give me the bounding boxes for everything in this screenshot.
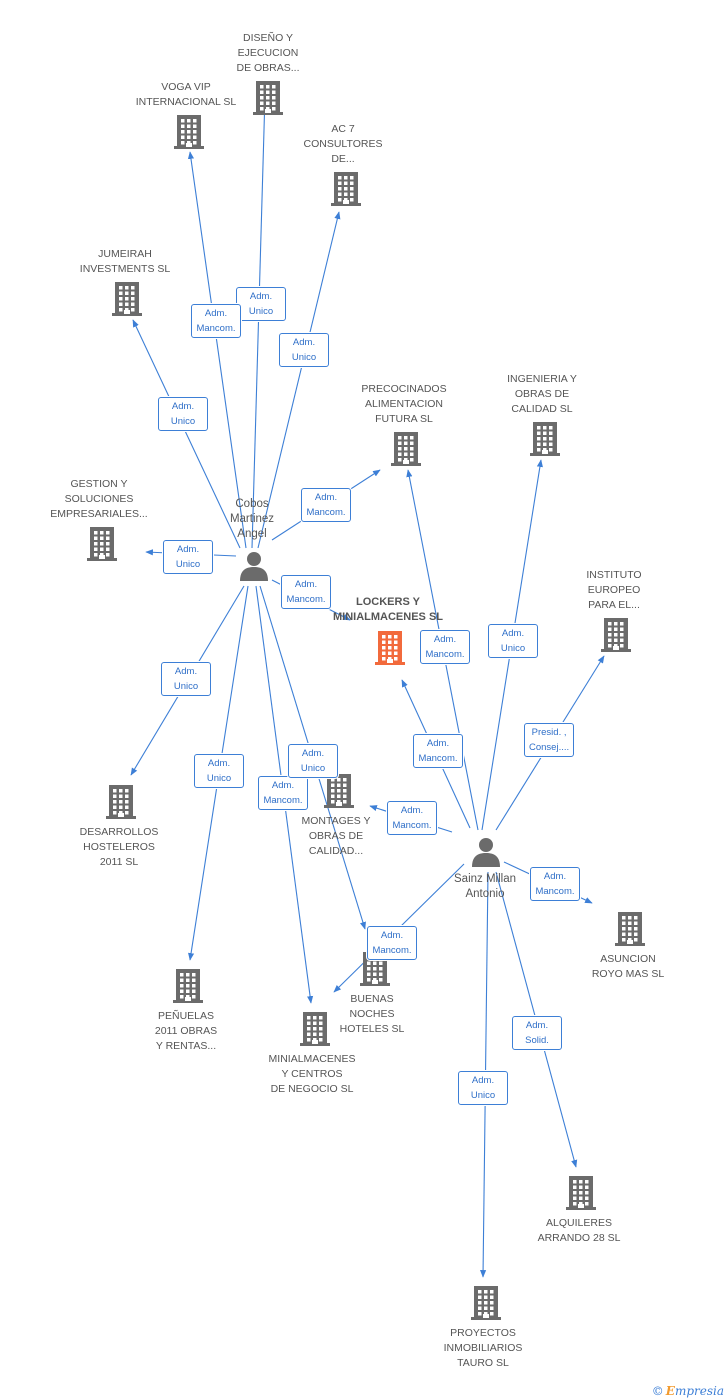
building-icon[interactable] bbox=[173, 114, 205, 155]
person-name-sainz[interactable]: Sainz Millan Antonio bbox=[454, 873, 516, 900]
person-name-cobos[interactable]: Cobos Martinez Angel bbox=[229, 498, 275, 540]
edge-label-sainz-center[interactable]: Adm. Mancom. bbox=[413, 734, 463, 768]
company-name-desarrollos[interactable]: DESARROLLOS HOSTELEROS 2011 SL bbox=[79, 826, 159, 868]
company-name-gestion[interactable]: GESTION Y SOLUCIONES EMPRESARIALES... bbox=[50, 478, 148, 520]
edge-label-sainz-ingenieria[interactable]: Adm. Unico bbox=[488, 624, 538, 658]
edge-label-cobos-desarrollos[interactable]: Adm. Unico bbox=[161, 662, 211, 696]
company-name-ac7[interactable]: AC 7 CONSULTORES DE... bbox=[303, 123, 383, 165]
edge-cobos-ac7 bbox=[257, 211, 341, 549]
company-name-penuelas[interactable]: PEÑUELAS 2011 OBRAS Y RENTAS... bbox=[154, 1010, 218, 1052]
building-icon[interactable] bbox=[105, 784, 137, 825]
building-icon[interactable] bbox=[470, 1285, 502, 1326]
building-icon[interactable] bbox=[565, 1175, 597, 1216]
edge-label-cobos-gestion[interactable]: Adm. Unico bbox=[163, 540, 213, 574]
company-name-montages[interactable]: MONTAGES Y OBRAS DE CALIDAD... bbox=[301, 815, 371, 857]
edge-label-sainz-instituto[interactable]: Presid. , Consej.... bbox=[524, 723, 575, 757]
edge-label-cobos-ac7[interactable]: Adm. Unico bbox=[279, 333, 329, 367]
company-name-precocinados[interactable]: PRECOCINADOS ALIMENTACION FUTURA SL bbox=[361, 383, 447, 425]
edge-cobos-jumeirah bbox=[132, 319, 241, 549]
edge-label-sainz-minialmacenes[interactable]: Adm. Mancom. bbox=[367, 926, 417, 960]
building-icon[interactable] bbox=[323, 773, 355, 814]
edge-label-cobos-diseno[interactable]: Adm. Unico bbox=[236, 287, 286, 321]
company-name-instituto[interactable]: INSTITUTO EUROPEO PARA EL... bbox=[586, 569, 642, 611]
copyright-icon: © bbox=[651, 1384, 664, 1398]
company-name-buenas[interactable]: BUENAS NOCHES HOTELES SL bbox=[339, 993, 405, 1035]
building-icon[interactable] bbox=[529, 421, 561, 462]
person-icon[interactable] bbox=[238, 550, 270, 587]
company-name-diseno[interactable]: DISEÑO Y EJECUCION DE OBRAS... bbox=[236, 32, 300, 74]
edge-label-sainz-asuncion[interactable]: Adm. Mancom. bbox=[530, 867, 580, 901]
person-icon[interactable] bbox=[470, 836, 502, 873]
edge-label-sainz-proyectos[interactable]: Adm. Unico bbox=[458, 1071, 508, 1105]
building-icon[interactable] bbox=[614, 911, 646, 952]
center-building-icon[interactable] bbox=[374, 630, 406, 671]
building-icon[interactable] bbox=[252, 80, 284, 121]
edge-label-cobos-buenas[interactable]: Adm. Unico bbox=[288, 744, 338, 778]
center-company-name[interactable]: LOCKERS Y MINIALMACENES SL bbox=[333, 596, 443, 623]
company-name-ingenieria[interactable]: INGENIERIA Y OBRAS DE CALIDAD SL bbox=[507, 373, 577, 415]
building-icon[interactable] bbox=[111, 281, 143, 322]
company-name-voga[interactable]: VOGA VIP INTERNACIONAL SL bbox=[135, 81, 237, 108]
edge-label-cobos-center[interactable]: Adm. Mancom. bbox=[281, 575, 331, 609]
company-name-alquileres[interactable]: ALQUILERES ARRANDO 28 SL bbox=[537, 1217, 621, 1244]
building-icon[interactable] bbox=[600, 617, 632, 658]
edge-label-cobos-precocinados[interactable]: Adm. Mancom. bbox=[301, 488, 351, 522]
edge-label-sainz-montages[interactable]: Adm. Mancom. bbox=[387, 801, 437, 835]
footer-brand: ©Empresia bbox=[652, 1384, 724, 1398]
company-name-asuncion[interactable]: ASUNCION ROYO MAS SL bbox=[591, 953, 665, 980]
company-name-jumeirah[interactable]: JUMEIRAH INVESTMENTS SL bbox=[79, 248, 171, 275]
building-icon[interactable] bbox=[172, 968, 204, 1009]
edge-label-cobos-minialmacenes[interactable]: Adm. Mancom. bbox=[258, 776, 308, 810]
company-name-minialmacenes[interactable]: MINIALMACENES Y CENTROS DE NEGOCIO SL bbox=[268, 1053, 356, 1095]
building-icon[interactable] bbox=[390, 431, 422, 472]
edge-label-sainz-alquileres[interactable]: Adm. Solid. bbox=[512, 1016, 562, 1050]
company-name-proyectos[interactable]: PROYECTOS INMOBILIARIOS TAURO SL bbox=[443, 1327, 523, 1369]
edge-cobos-voga bbox=[187, 151, 247, 549]
edge-label-sainz-precocinados[interactable]: Adm. Mancom. bbox=[420, 630, 470, 664]
edge-label-cobos-jumeirah[interactable]: Adm. Unico bbox=[158, 397, 208, 431]
building-icon[interactable] bbox=[86, 526, 118, 567]
edge-cobos-diseno bbox=[251, 94, 268, 549]
brand-name[interactable]: Empresia bbox=[665, 1384, 724, 1398]
edge-label-cobos-voga[interactable]: Adm. Mancom. bbox=[191, 304, 241, 338]
edge-label-cobos-penuelas[interactable]: Adm. Unico bbox=[194, 754, 244, 788]
building-icon[interactable] bbox=[299, 1011, 331, 1052]
building-icon[interactable] bbox=[330, 171, 362, 212]
